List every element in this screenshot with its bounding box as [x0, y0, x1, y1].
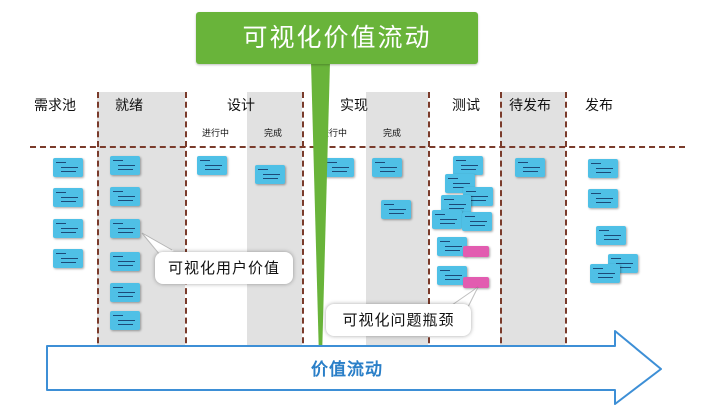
callout-pointer-outline: [451, 286, 479, 308]
green-arrow-stem: [311, 62, 330, 358]
value-flow-banner: 可视化价值流动: [196, 12, 478, 64]
kanban-card: [255, 165, 285, 184]
value-flow-arrow: [46, 330, 662, 405]
column-title-ready: 就绪: [115, 98, 143, 114]
kanban-card: [441, 195, 471, 214]
subcolumn-title-design-in-progress: 进行中: [202, 129, 230, 139]
column-title-backlog: 需求池: [34, 98, 76, 114]
kanban-card: [110, 311, 140, 330]
column-divider: [185, 92, 187, 353]
kanban-card: [596, 226, 626, 245]
kanban-card: [432, 210, 462, 229]
column-title-pending-release: 待发布: [509, 98, 551, 114]
callout-pointer-outline: [141, 232, 173, 256]
subcolumn-title-build-in-progress: 进行中: [320, 129, 348, 139]
kanban-card: [588, 159, 618, 178]
column-divider: [302, 92, 304, 353]
kanban-card: [110, 219, 140, 238]
kanban-card: [197, 156, 227, 175]
kanban-card: [381, 200, 411, 219]
kanban-card: [453, 156, 483, 175]
kanban-card: [437, 237, 467, 256]
kanban-card-blocked: [463, 277, 489, 288]
kanban-card: [462, 212, 492, 231]
callout-pointer: [452, 287, 478, 307]
column-divider: [565, 92, 567, 353]
kanban-card: [53, 219, 83, 238]
callout-pointer: [142, 233, 174, 256]
column-title-test: 测试: [452, 98, 480, 114]
kanban-card: [53, 249, 83, 268]
kanban-card: [588, 189, 618, 208]
pending-release-column-bg: [500, 92, 565, 353]
kanban-card: [437, 266, 467, 285]
kanban-card: [110, 156, 140, 175]
kanban-card: [324, 158, 354, 177]
kanban-card: [110, 252, 140, 271]
column-title-design: 设计: [227, 98, 255, 114]
design-done-column-bg: [247, 92, 302, 353]
kanban-card: [515, 158, 545, 177]
column-title-release: 发布: [585, 98, 613, 114]
callout-user-value: 可视化用户价值: [155, 252, 293, 284]
subcolumn-title-build-done: 完成: [383, 129, 402, 139]
column-divider: [428, 92, 430, 353]
kanban-card: [53, 188, 83, 207]
value-flow-label: 价值流动: [311, 360, 383, 380]
subcolumn-title-design-done: 完成: [264, 129, 283, 139]
column-divider: [500, 92, 502, 353]
column-title-build: 实现: [340, 98, 368, 114]
kanban-card: [372, 158, 402, 177]
column-divider: [97, 92, 99, 353]
board-header-line: [30, 146, 685, 148]
kanban-card: [53, 158, 83, 177]
kanban-card: [110, 187, 140, 206]
kanban-card: [110, 283, 140, 302]
kanban-card: [590, 264, 620, 283]
kanban-card-blocked: [463, 246, 489, 257]
callout-bottleneck: 可视化问题瓶颈: [326, 304, 471, 336]
